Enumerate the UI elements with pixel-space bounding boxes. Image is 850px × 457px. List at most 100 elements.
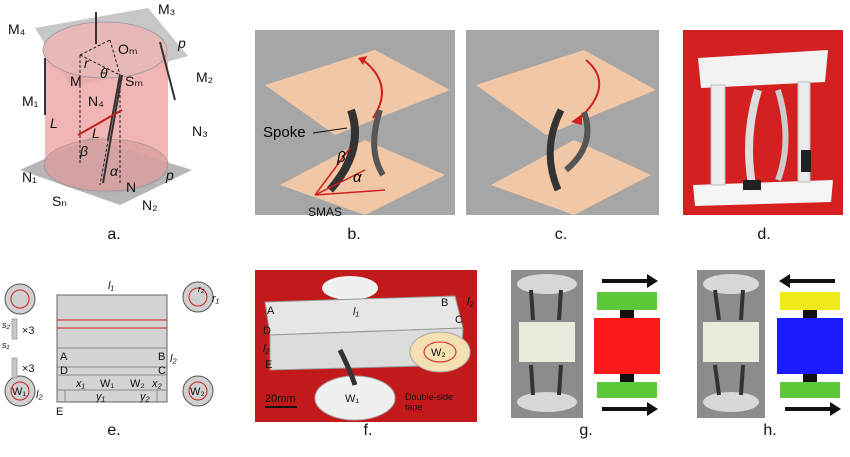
label-r: r <box>84 55 90 71</box>
arrow-right-top <box>602 274 658 288</box>
g-axle-top <box>620 310 634 318</box>
spoke-lines <box>44 12 176 184</box>
f-W1: W₁ <box>345 393 359 405</box>
label-theta: θ <box>100 65 108 81</box>
g-axle-bot <box>620 374 634 382</box>
smas-label: SMAS <box>308 205 343 219</box>
e-x3a: ×3 <box>22 325 35 337</box>
beta-label: β <box>336 149 346 166</box>
wheel-bottom <box>703 392 759 412</box>
arrow-right-bot <box>602 402 658 416</box>
circle-w1 <box>4 375 36 407</box>
e-r2: r₂ <box>198 284 205 294</box>
caption-c: c. <box>554 226 568 243</box>
e-l1: l₁ <box>108 280 114 292</box>
e-A: A <box>60 351 68 363</box>
e-W2: W₂ <box>130 378 145 390</box>
caption-e: e. <box>107 422 121 439</box>
label-sm: Sₘ <box>125 73 143 89</box>
angle-line-3 <box>314 189 386 196</box>
spoke-1 <box>745 88 762 191</box>
e-B: B <box>158 351 165 363</box>
h-bot-block <box>780 382 840 398</box>
arrow-right-bot <box>785 402 841 416</box>
spokes <box>713 289 745 396</box>
panel-h-photo <box>697 270 765 418</box>
e-s1: s₁ <box>2 340 10 350</box>
angle-line-2 <box>314 169 366 196</box>
arrow-left-top <box>779 274 835 288</box>
wheel-w2 <box>409 331 471 373</box>
e-W1: W₁ <box>100 378 114 390</box>
label-L2: L <box>92 125 100 141</box>
top-plate <box>698 50 828 88</box>
arrow-head <box>358 56 367 65</box>
spoke <box>337 348 358 386</box>
alpha-label: α <box>353 169 362 186</box>
panel-a-diagram: M₄ M₃ Oₘ p r θ M Sₘ M₂ M₁ N₄ L L N₃ β α … <box>8 1 213 213</box>
label-alpha: α <box>110 163 119 179</box>
circle-w2-red <box>188 381 208 401</box>
e-D: D <box>60 365 68 377</box>
label-m: M <box>70 73 82 89</box>
e-E: E <box>56 406 63 418</box>
circle-tl-red <box>10 289 30 309</box>
body <box>519 322 575 362</box>
red-spoke <box>77 109 123 136</box>
wheel-w2-red <box>423 341 457 363</box>
strip-s <box>11 318 18 340</box>
label-n: N <box>126 179 136 195</box>
top-sheet <box>265 50 450 135</box>
e-y2: y₂ <box>139 391 151 403</box>
caption-g: g. <box>579 422 593 439</box>
label-om: Oₘ <box>118 41 138 57</box>
caption-f: f. <box>363 422 373 439</box>
g-mid-block <box>594 318 660 374</box>
wheel-top <box>322 276 378 300</box>
label-beta: β <box>79 143 88 159</box>
label-m4: M₄ <box>8 21 26 37</box>
spoke-label: Spoke <box>263 124 306 141</box>
panel-a: M₄ M₃ Oₘ p r θ M Sₘ M₂ M₁ N₄ L L N₃ β α … <box>0 0 225 230</box>
h-axle-bot <box>803 374 817 382</box>
body <box>703 322 759 362</box>
f-C: C <box>455 314 463 326</box>
caption-d: d. <box>757 226 771 243</box>
f-A: A <box>267 305 275 317</box>
h-top-block <box>780 292 840 310</box>
f-D: D <box>263 325 271 337</box>
panel-b-photo: Spoke β α <box>255 30 455 215</box>
f-tape: Double-side tape <box>405 392 454 412</box>
wheel-bottom <box>517 392 577 412</box>
label-p-top: p <box>177 35 186 51</box>
label-sn: Sₙ <box>52 193 67 209</box>
f-E: E <box>265 359 272 371</box>
panel-h-schematic <box>775 270 845 420</box>
spoke-2 <box>775 89 789 182</box>
f-l1: l₁ <box>353 306 359 318</box>
spoke-pointer <box>312 127 348 134</box>
panel-e-diagram: l₁ l₂ l₂ s₂ s₁ ×3 ×3 A B C D E x₁ W₁ W₂ … <box>2 280 220 418</box>
bottom-sheet <box>491 140 651 215</box>
angle-line-1 <box>314 147 351 196</box>
panel-g-photo <box>511 270 583 418</box>
spoke-strip <box>326 108 359 193</box>
smas-1 <box>743 180 761 190</box>
panel-g-schematic <box>592 270 662 420</box>
g-top-block <box>597 292 657 310</box>
panel-f-photo: l₁ l₂ l₂ A B C D E W₂ W₁ 20mm Double-sid… <box>255 270 477 422</box>
label-n2: N₂ <box>142 197 158 213</box>
e-y1: y₁ <box>95 391 106 403</box>
f-scale: 20mm <box>265 393 296 405</box>
arrow-head <box>571 114 582 125</box>
label-n1: N₁ <box>22 169 37 185</box>
f-W2: W₂ <box>431 347 446 359</box>
circle-tl <box>4 283 36 315</box>
spoke-strip <box>546 108 565 192</box>
e-x1: x₁ <box>75 378 86 390</box>
wheel-top <box>703 274 759 294</box>
top-sheet <box>476 50 656 135</box>
label-n3: N₃ <box>192 123 208 139</box>
bottom-sheet <box>280 140 445 215</box>
circle-tr <box>182 281 214 313</box>
